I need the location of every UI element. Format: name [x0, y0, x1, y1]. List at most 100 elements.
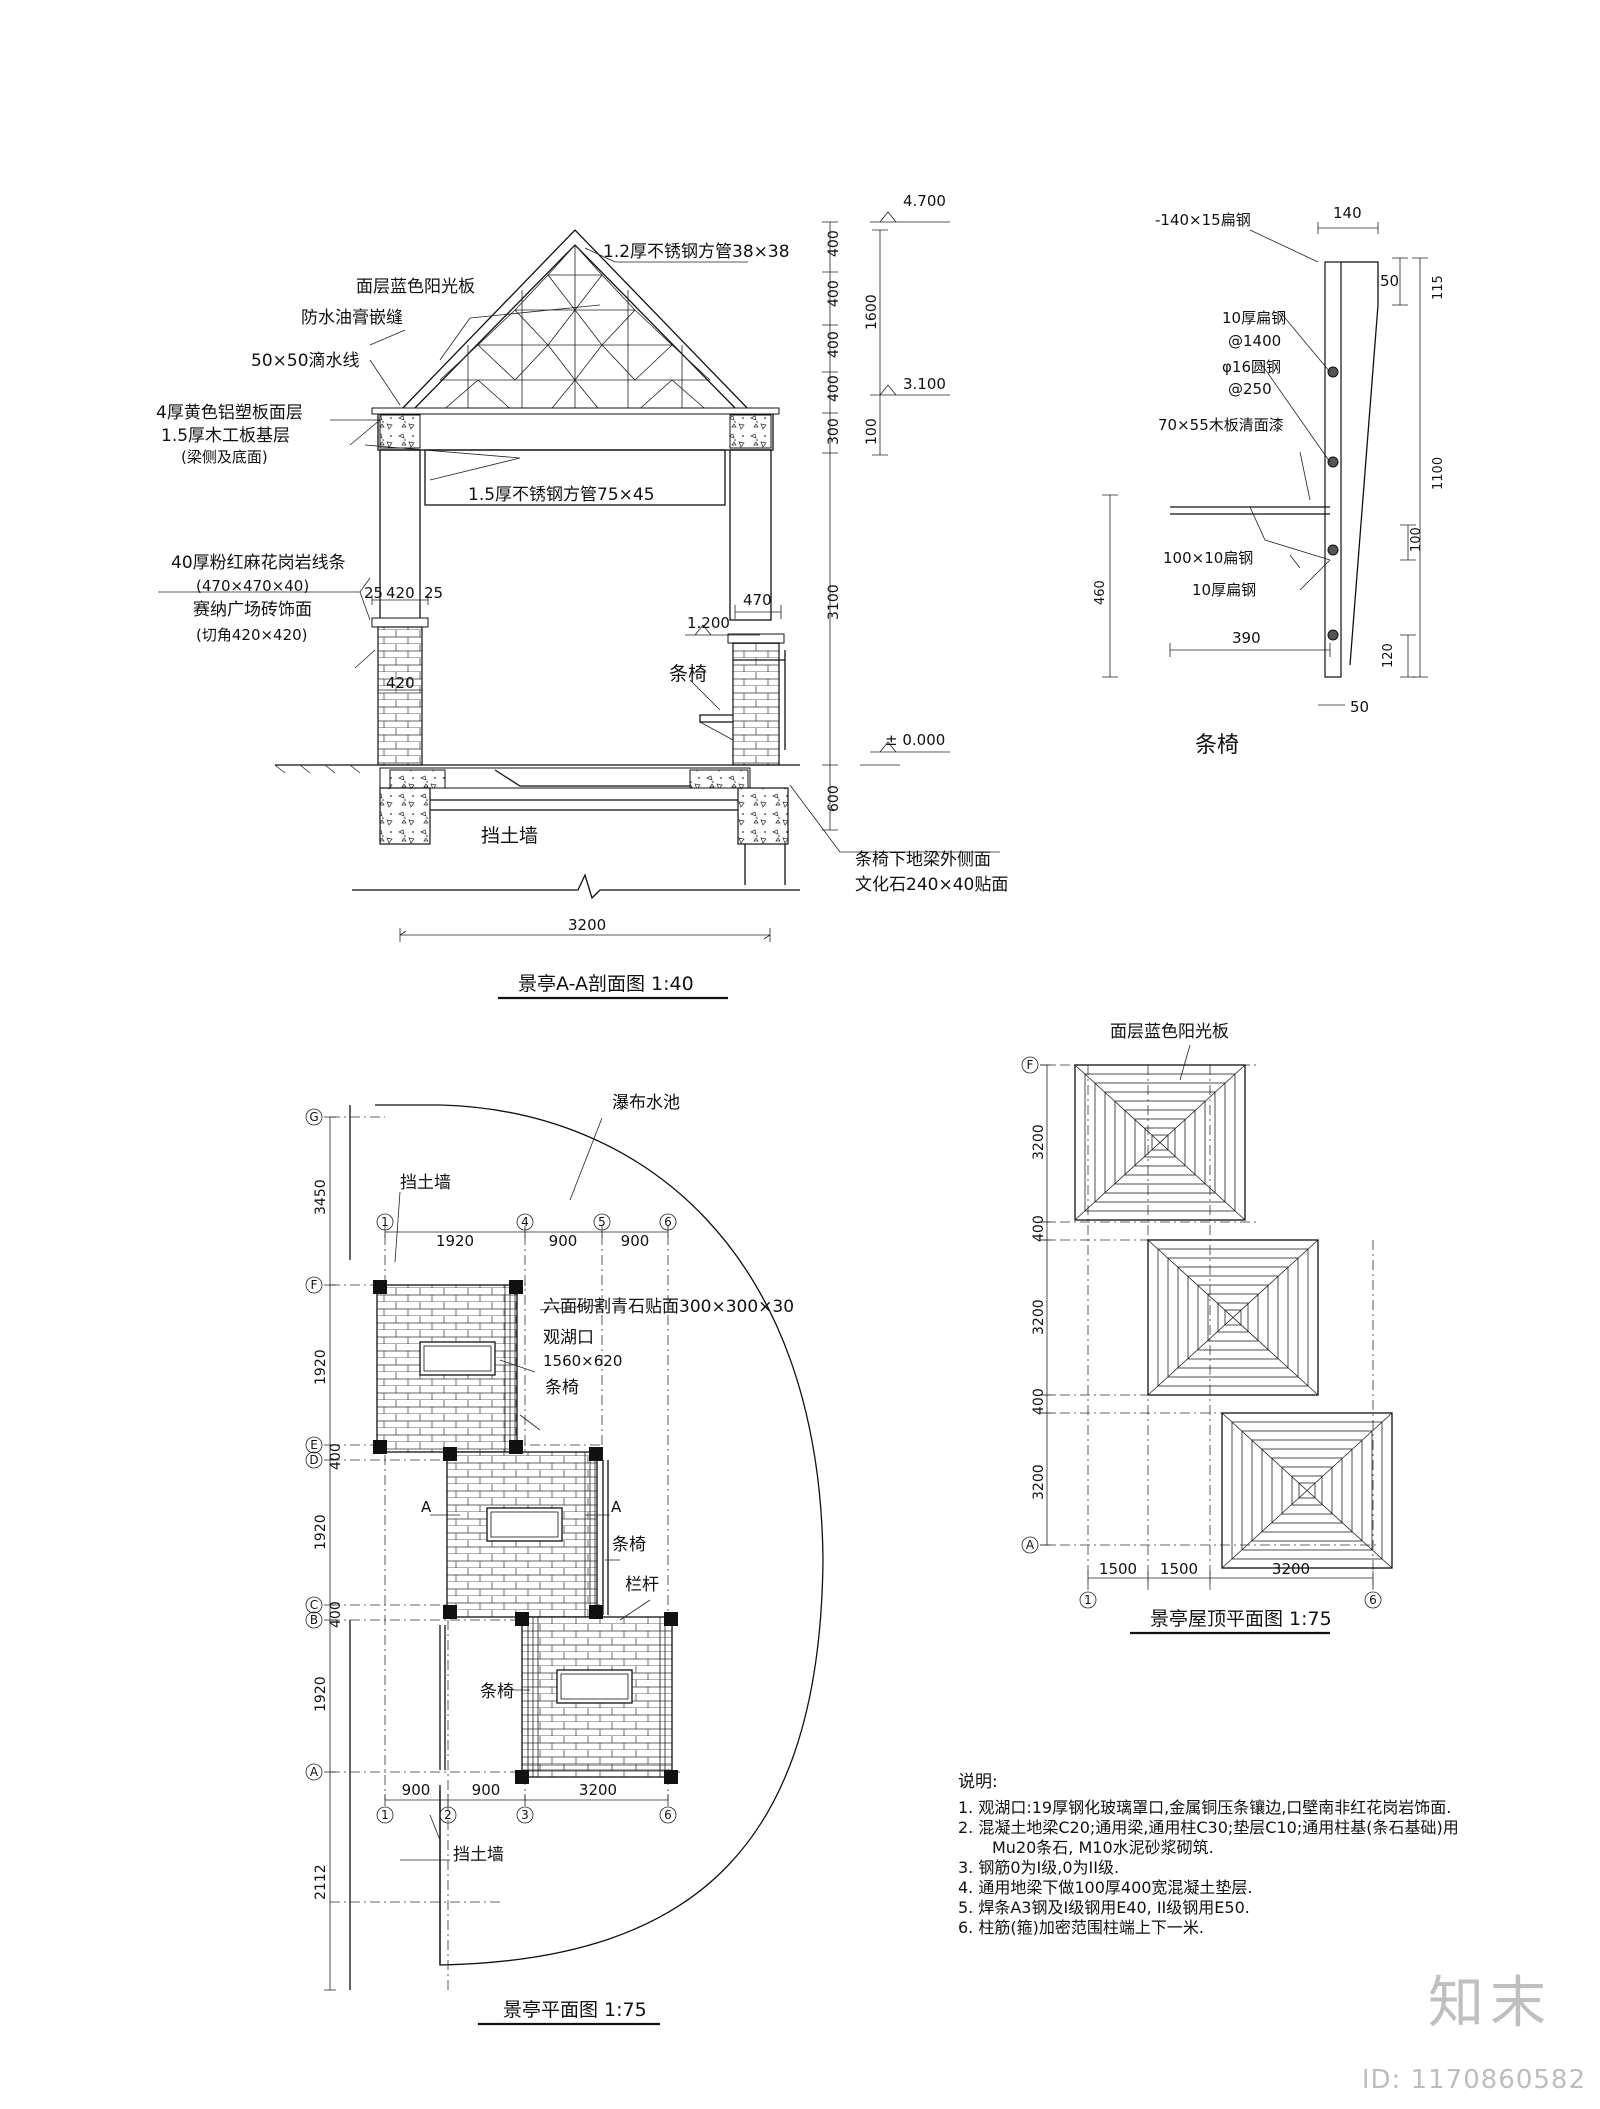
plan-grid-e: E	[310, 1438, 318, 1452]
label-wood-base: 1.5厚木工板基层	[161, 426, 290, 446]
roof-dim-h-1: 1500	[1160, 1560, 1198, 1578]
plan-label-waterfall-pool: 瀑布水池	[612, 1093, 680, 1113]
plan-col-bot-6: 6	[664, 1808, 672, 1822]
plan-label-retaining-wall-top: 挡土墙	[400, 1173, 451, 1193]
section-labels: 1.2厚不锈钢方管38×38 面层蓝色阳光板 防水油膏嵌缝 50×50滴水线 4…	[156, 192, 1008, 1000]
note-item-3: 3. 钢筋0为I级,0为II级.	[958, 1858, 1120, 1877]
bench-dim-100: 100	[1409, 527, 1424, 552]
plan-col-bot-1: 1	[381, 1808, 389, 1822]
note-item-1: 1. 观湖口:19厚钢化玻璃罩口,金属铜压条镶边,口壁南非红花岗岩饰面.	[958, 1798, 1452, 1817]
bench-dim-140: 140	[1333, 204, 1362, 222]
note-item-2: 2. 混凝土地梁C20;通用梁,通用柱C30;垫层C10;通用柱基(条石基础)用…	[958, 1818, 1459, 1857]
note-item-4: 4. 通用地梁下做100厚400宽混凝土垫层.	[958, 1878, 1253, 1897]
label-stainless-tube-small: 1.2厚不锈钢方管38×38	[603, 242, 790, 262]
roof-dim-v-0: 3200	[1031, 1124, 1047, 1160]
dim-v-2: 400	[826, 331, 842, 358]
plan-grid-b: B	[310, 1613, 318, 1627]
plan-label-bench-2: 条椅	[612, 1535, 646, 1555]
roof-plan-drawing	[1021, 1044, 1393, 1609]
watermark-brand: 知末	[1428, 1971, 1552, 2036]
label-alu-panel: 4厚黄色铝塑板面层	[156, 403, 303, 423]
plan-dim-bot-1: 900	[472, 1781, 501, 1799]
plan-label-bench-1: 条椅	[545, 1378, 579, 1398]
plan-label-railing: 栏杆	[625, 1575, 659, 1595]
notes-block: 说明: 1. 观湖口:19厚钢化玻璃罩口,金属铜压条镶边,口壁南非红花岗岩饰面.…	[958, 1772, 1478, 1938]
dim-v-7: 3100	[826, 584, 842, 620]
roof-dim-v-3: 400	[1031, 1388, 1047, 1415]
plan-dim-top-0: 1920	[436, 1232, 474, 1250]
label-granite-size: (470×470×40)	[196, 577, 309, 595]
roof-label-panel: 面层蓝色阳光板	[1110, 1022, 1229, 1042]
plan-dim-v-1: 1920	[313, 1349, 329, 1385]
plan-label-viewing-port: 观湖口	[543, 1328, 594, 1348]
bench-detail-drawing	[1102, 222, 1428, 706]
plan-dim-bot-2: 3200	[579, 1781, 617, 1799]
label-granite-strip: 40厚粉红麻花岗岩线条	[171, 553, 346, 573]
bench-label-wood-board: 70×55木板清面漆	[1158, 416, 1284, 434]
plan-col-bot-2: 2	[444, 1808, 452, 1822]
bench-label-flat-steel-100: 100×10扁钢	[1163, 549, 1253, 567]
elev-1200: 1.200	[687, 614, 730, 632]
roof-square-2	[1147, 1239, 1319, 1396]
dim-h-0: 25	[364, 584, 383, 602]
label-drip-line: 50×50滴水线	[251, 351, 360, 371]
bench-dim-1100: 1100	[1431, 457, 1446, 490]
bench-dim-50b: 50	[1350, 698, 1369, 716]
label-retaining-wall: 挡土墙	[481, 825, 538, 847]
dim-h-4: 470	[743, 591, 772, 609]
bench-label-spacing-1400: @1400	[1228, 332, 1281, 350]
label-beam-face: 条椅下地梁外侧面	[855, 850, 991, 870]
bench-dim-460: 460	[1093, 580, 1108, 605]
dim-v-6: 100	[864, 418, 880, 445]
watermark-id: ID: 1170860582	[1361, 2065, 1586, 2095]
bench-label-spacing-250: @250	[1228, 380, 1272, 398]
plan-col-top-6: 6	[664, 1215, 672, 1229]
bench-dim-120: 120	[1381, 643, 1396, 668]
plan-dim-v-2: 400	[328, 1443, 344, 1470]
roof-plan-labels: 面层蓝色阳光板 F A 1 6 3200 400 3200 400 3200 1…	[1026, 1022, 1377, 1635]
plan-grid-f: F	[311, 1278, 318, 1292]
roof-grid-f: F	[1027, 1058, 1034, 1072]
column-right	[729, 449, 772, 621]
plan-dim-top-1: 900	[549, 1232, 578, 1250]
dim-h-5: 3200	[568, 916, 606, 934]
roof-col-1: 1	[1084, 1593, 1092, 1607]
plan-label-viewing-size: 1560×620	[543, 1352, 622, 1370]
dim-v-8: 600	[826, 785, 842, 812]
roof-col-6: 6	[1369, 1593, 1377, 1607]
bench-detail-title: 条椅	[1195, 733, 1239, 758]
label-beam-note: (梁侧及底面)	[181, 448, 268, 466]
plan-grid-g: G	[309, 1110, 318, 1124]
roof-dim-h-2: 3200	[1272, 1560, 1310, 1578]
plan-dim-top-2: 900	[621, 1232, 650, 1250]
plan-labels: 瀑布水池 挡土墙 六面砌割青石贴面300×300×30 观湖口 1560×620…	[309, 1093, 794, 2026]
bench-label-flat-steel-10b: 10厚扁钢	[1192, 581, 1256, 599]
label-sealant: 防水油膏嵌缝	[301, 307, 403, 328]
elev-4700: 4.700	[903, 192, 946, 210]
label-stainless-tube-large: 1.5厚不锈钢方管75×45	[468, 485, 655, 505]
dim-v-0: 400	[826, 230, 842, 257]
plan-dim-v-4: 400	[328, 1601, 344, 1628]
label-bench: 条椅	[669, 663, 707, 685]
plan-dim-bot-0: 900	[402, 1781, 431, 1799]
elev-0000: ± 0.000	[885, 731, 945, 749]
elev-3100: 3.100	[903, 375, 946, 393]
plan-col-top-4: 4	[521, 1215, 529, 1229]
plan-grid-d: D	[309, 1453, 318, 1467]
note-item-5: 5. 焊条A3钢及I级钢用E40, II级钢用E50.	[958, 1898, 1250, 1917]
bench-dim-50: 50	[1380, 272, 1399, 290]
roof-grid-a: A	[1026, 1538, 1035, 1552]
roof-dim-h-0: 1500	[1099, 1560, 1137, 1578]
dim-v-3: 400	[826, 375, 842, 402]
plan-drawing	[305, 1104, 824, 1991]
note-item-6: 6. 柱筋(箍)加密范围柱端上下一米.	[958, 1918, 1204, 1937]
plan-col-top-1: 1	[381, 1215, 389, 1229]
plan-grid-a: A	[310, 1765, 319, 1779]
label-culture-stone: 文化石240×40贴面	[855, 875, 1008, 895]
roof-plan-title: 景亭屋顶平面图 1:75	[1150, 1608, 1332, 1630]
bench-label-round-steel: φ16圆钢	[1222, 358, 1281, 376]
plan-dim-v-0: 3450	[313, 1179, 329, 1215]
dim-h-3: 420	[386, 674, 415, 692]
section-title: 景亭A-A剖面图 1:40	[518, 973, 694, 995]
